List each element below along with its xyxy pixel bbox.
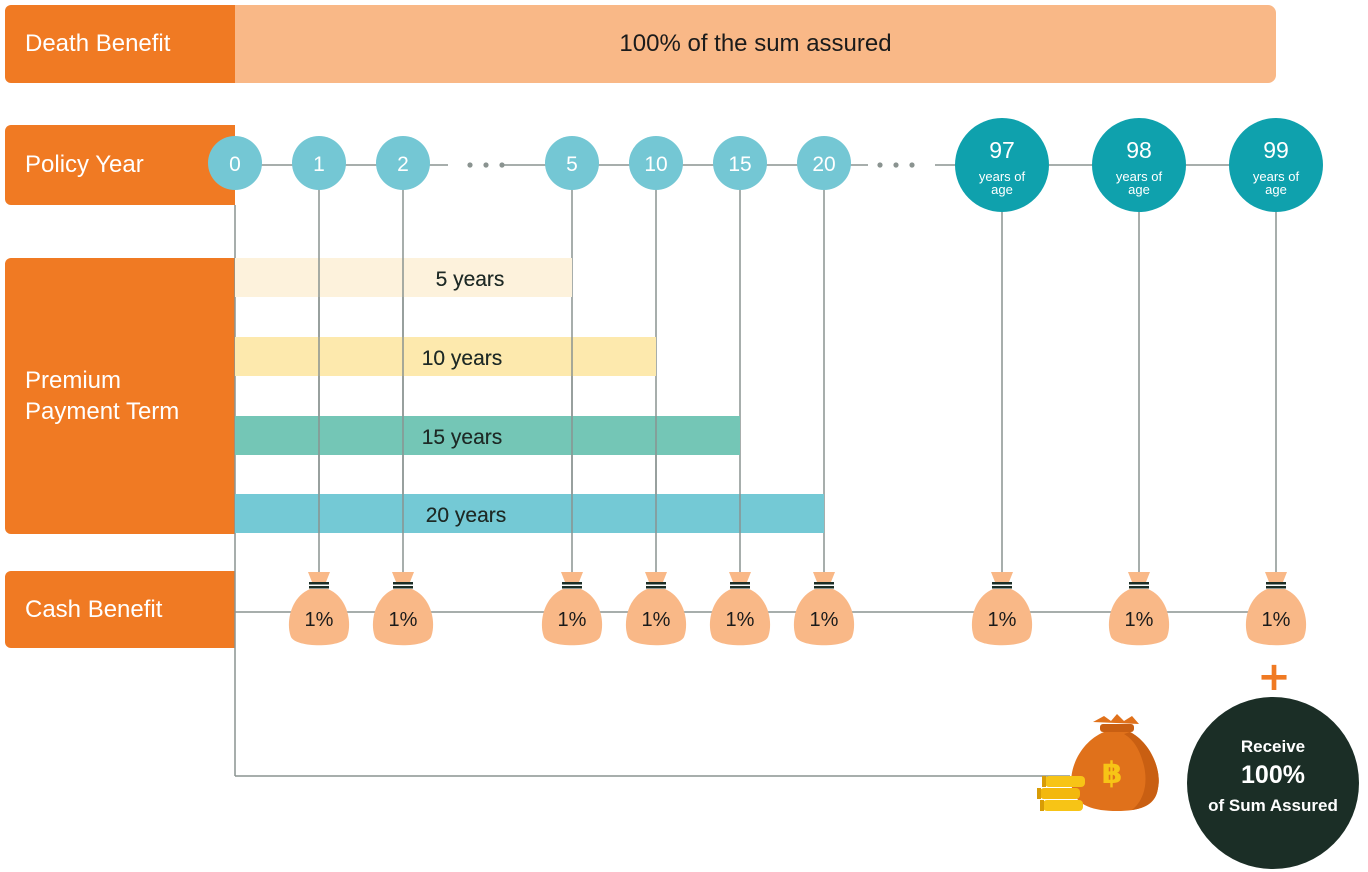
premium-label-line-1: Premium [25,367,122,394]
year-marker-20: 20 [797,136,851,190]
year-label-1: 1 [313,153,325,176]
cash-benefit-label: Cash Benefit [5,571,235,648]
term-label-10: 10 years [422,347,503,370]
age-sub-99-line-1: years of [1253,169,1300,184]
policy-year-timeline [235,164,1276,777]
death-benefit-value: 100% of the sum assured [619,30,892,57]
age-sub-98-line-2: age [1128,182,1150,197]
baht-symbol: ฿ [1102,756,1123,791]
money-bag-icon: 1% [971,572,1033,646]
gold-coins-icon [1037,776,1085,811]
premium-payment-term-label: Premium Payment Term [5,258,235,534]
money-bag-icon: 1% [1108,572,1170,646]
term-bar-20 [235,494,824,533]
term-label-5: 5 years [436,268,505,291]
age-sub-97-line-2: age [991,182,1013,197]
money-bag-icon: 1% [709,572,771,646]
death-benefit-label-text: Death Benefit [25,30,171,57]
year-label-20: 20 [812,153,835,176]
baht-money-bag-icon: ฿ [1037,714,1159,811]
cash-benefit-percent: 1% [726,609,755,631]
vertical-connectors-overlay [318,258,741,533]
payment-term-bars: 5 years 10 years 15 years 20 years [235,258,824,533]
cash-benefit-percent: 1% [389,609,418,631]
age-label-97: 97 [989,137,1015,163]
year-marker-10: 10 [629,136,683,190]
cash-benefit-percent: 1% [642,609,671,631]
cash-benefit-percent: 1% [1262,609,1291,631]
death-benefit-bar: 100% of the sum assured [235,5,1276,83]
policy-year-markers: 0 1 2 5 10 15 20 [208,136,851,190]
year-label-0: 0 [229,153,241,176]
receive-sum-assured-badge: Receive 100% of Sum Assured [1187,697,1359,869]
age-marker-99: 99 years of age [1229,118,1323,212]
age-sub-98-line-1: years of [1116,169,1163,184]
term-label-20-top: 20 years [426,504,507,527]
year-label-5: 5 [566,153,578,176]
year-label-2: 2 [397,153,409,176]
cash-benefit-percent: 1% [988,609,1017,631]
year-marker-1: 1 [292,136,346,190]
money-bag-icon: 1% [625,572,687,646]
policy-year-label: Policy Year [5,125,235,205]
ellipsis-dots [467,162,915,168]
money-bag-icon: 1% [793,572,855,646]
money-bag-icon: 1% [372,572,434,646]
vertical-connectors [234,165,1277,776]
year-marker-2: 2 [376,136,430,190]
cash-benefit-label-text: Cash Benefit [25,595,163,623]
cash-benefit-percent: 1% [810,609,839,631]
term-label-5-top: 5 years [436,268,505,291]
receive-line-3: of Sum Assured [1208,796,1338,815]
age-markers: 97 years of age 98 years of age 99 years… [955,118,1323,212]
cash-benefit-percent: 1% [1125,609,1154,631]
cash-benefit-percent: 1% [558,609,587,631]
premium-label-line-2: Payment Term [25,398,180,425]
age-label-98: 98 [1126,137,1152,163]
plus-icon: + [1257,654,1291,700]
term-label-20: 20 years [426,504,507,527]
money-bag-icon: 1% [541,572,603,646]
policy-year-label-text: Policy Year [25,151,144,178]
age-marker-98: 98 years of age [1092,118,1186,212]
money-bag-icon: 1% [1245,572,1307,646]
year-marker-15: 15 [713,136,767,190]
year-marker-5: 5 [545,136,599,190]
receive-line-2: 100% [1241,761,1305,789]
term-bar-10 [235,337,656,376]
age-label-99: 99 [1263,137,1289,163]
age-marker-97: 97 years of age [955,118,1049,212]
receive-line-1: Receive [1241,737,1305,756]
cash-benefit-percent: 1% [305,609,334,631]
term-label-15-top: 15 years [422,426,503,449]
year-label-10: 10 [644,153,667,176]
term-label-10-top: 10 years [422,347,503,370]
age-sub-97-line-1: years of [979,169,1026,184]
money-bag-icon: 1% [288,572,350,646]
year-label-15: 15 [728,153,751,176]
year-marker-0: 0 [208,136,262,190]
death-benefit-label: Death Benefit [5,5,235,83]
term-labels-overlay: 5 years 10 years 15 years 20 years [422,268,507,527]
cash-benefit-bags: 1% 1% 1% 1% 1% 1% 1% 1% 1% [288,572,1307,646]
age-sub-99-line-2: age [1265,182,1287,197]
term-label-15: 15 years [422,426,503,449]
